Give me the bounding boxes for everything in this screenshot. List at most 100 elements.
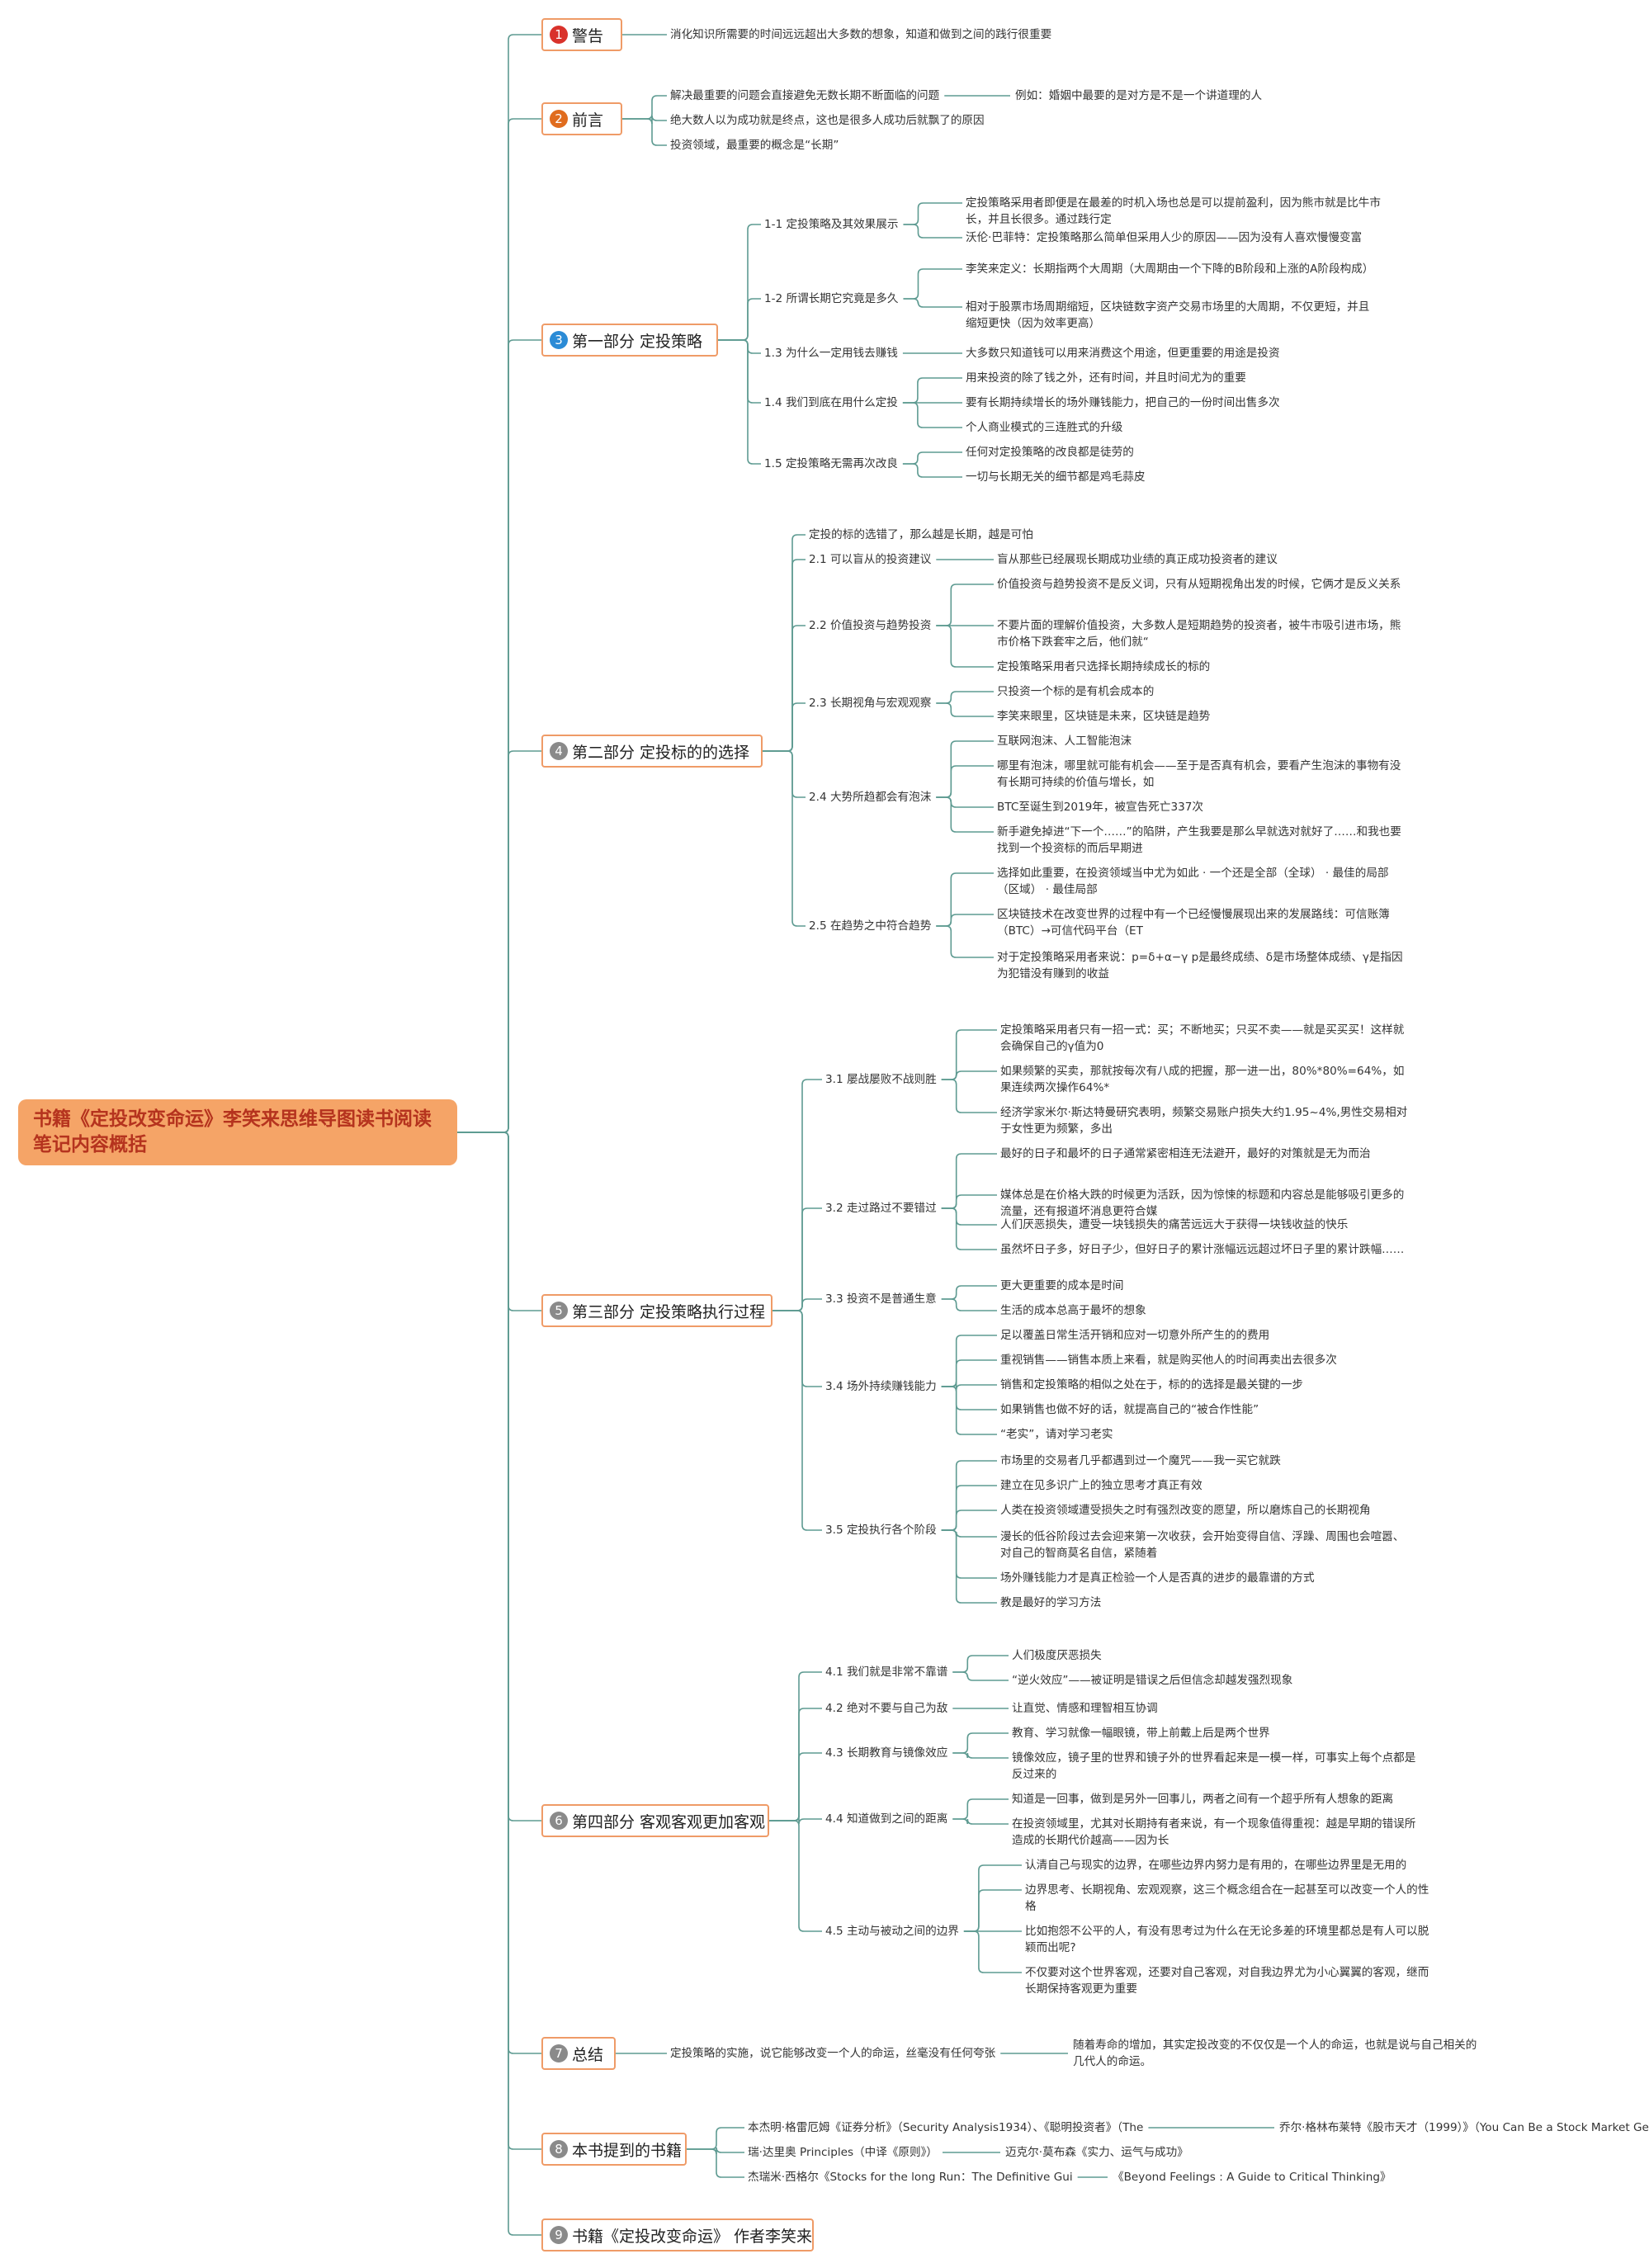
leaf-item[interactable]: 消化知识所需要的时间远远超出大多数的想象，知道和做到之间的践行很重要: [670, 28, 1052, 41]
leaf-item[interactable]: 杰瑞米·西格尔《Stocks for the long Run：The Defi…: [748, 2171, 1073, 2184]
sub-topic[interactable]: 2.2 价值投资与趋势投资: [809, 619, 932, 632]
sub-topic[interactable]: 4.1 我们就是非常不靠谱: [825, 1666, 948, 1679]
sub-topic[interactable]: 3.1 屡战屡败不战则胜: [825, 1073, 937, 1086]
sub-topic[interactable]: 4.3 长期教育与镜像效应: [825, 1746, 948, 1760]
leaf-item[interactable]: 新手避免掉进“下一个……”的陷阱，产生我要是那么早就选对就好了……和我也要找到一…: [997, 825, 1401, 855]
sub-topic[interactable]: 1.3 为什么一定用钱去赚钱: [764, 347, 898, 360]
leaf-item[interactable]: 市场里的交易者几乎都遇到过一个魔咒——我一买它就跌: [1000, 1454, 1281, 1467]
leaf-item[interactable]: 个人商业模式的三连胜式的升级: [966, 421, 1123, 434]
leaf-item[interactable]: 本杰明·格雷厄姆《证券分析》（Security Analysis1934）、《聪…: [748, 2121, 1144, 2134]
sub-topic[interactable]: 1.5 定投策略无需再次改良: [764, 457, 898, 470]
leaf-item[interactable]: 例如：婚姻中最要的是对方是不是一个讲道理的人: [1015, 89, 1263, 102]
root-topic[interactable]: 书籍《定投改变命运》李笑来思维导图读书阅读笔记内容概括: [18, 1099, 457, 1165]
leaf-item[interactable]: 李笑来眼里，区块链是未来，区块链是趋势: [997, 710, 1211, 723]
leaf-item[interactable]: 乔尔·格林布莱特《股市天才（1999）》（You Can Be a Stock …: [1279, 2121, 1649, 2134]
leaf-item[interactable]: 销售和定投策略的相似之处在于，标的的选择是最关键的一步: [1000, 1378, 1304, 1392]
leaf-item[interactable]: 投资领域，最重要的概念是“长期”: [670, 139, 839, 152]
leaf-item[interactable]: 媒体总是在价格大跌的时候更为活跃，因为惊悚的标题和内容总是能够吸引更多的流量，还…: [1000, 1188, 1405, 1218]
leaf-item[interactable]: 要有长期持续增长的场外赚钱能力，把自己的一份时间出售多次: [966, 396, 1280, 409]
leaf-item[interactable]: 人类在投资领域遭受损失之时有强烈改变的愿望，所以磨炼自己的长期视角: [1000, 1504, 1371, 1517]
leaf-item[interactable]: 场外赚钱能力才是真正检验一个人是否真的进步的最靠谱的方式: [1000, 1571, 1315, 1585]
sub-topic[interactable]: 2.1 可以盲从的投资建议: [809, 553, 932, 566]
leaf-item[interactable]: 价值投资与趋势投资不是反义词，只有从短期视角出发的时候，它俩才是反义关系: [997, 578, 1401, 591]
sub-topic[interactable]: 定投的标的选错了，那么越是长期，越是可怕: [809, 528, 1033, 541]
leaf-item[interactable]: 定投策略采用者只选择长期持续成长的标的: [997, 660, 1211, 673]
leaf-item[interactable]: 知道是一回事，做到是另外一回事儿，两者之间有一个超乎所有人想象的距离: [1012, 1793, 1394, 1806]
leaf-item[interactable]: 用来投资的除了钱之外，还有时间，并且时间尤为的重要: [966, 371, 1246, 385]
leaf-item[interactable]: 选择如此重要，在投资领域当中尤为如此 · 一个还是全部（全球） · 最佳的局部（…: [997, 867, 1389, 896]
leaf-item[interactable]: 瑞·达里奥 Principles（中译《原则》）: [748, 2146, 938, 2159]
leaf-item[interactable]: 建立在见多识广上的独立思考才真正有效: [1000, 1479, 1202, 1492]
leaf-item[interactable]: 沃伦·巴菲特：定投策略那么简单但采用人少的原因——因为没有人喜欢慢慢变富: [966, 231, 1363, 244]
leaf-item[interactable]: 任何对定投策略的改良都是徒劳的: [966, 446, 1134, 459]
leaf-item[interactable]: 人们极度厌恶损失: [1012, 1649, 1102, 1662]
leaf-item[interactable]: 随着寿命的增加，其实定投改变的不仅仅是一个人的命运，也就是说与自己相关的几代人的…: [1073, 2039, 1477, 2068]
leaf-item[interactable]: 定投策略采用者即便是在最差的时机入场也总是可以提前盈利，因为熊市就是比牛市长，并…: [966, 196, 1381, 226]
leaf-item[interactable]: 互联网泡沫、人工智能泡沫: [997, 735, 1132, 748]
sub-topic[interactable]: 4.2 绝对不要与自己为敌: [825, 1702, 948, 1715]
connector: [963, 1889, 1022, 1932]
leaf-item[interactable]: 重视销售——销售本质上来看，就是购买他人的时间再卖出去很多次: [1000, 1354, 1337, 1367]
leaf-item[interactable]: 镜像效应，镜子里的世界和镜子外的世界看起来是一模一样，可事实上每个点都是反过来的: [1012, 1751, 1416, 1781]
leaf-item[interactable]: 哪里有泡沫，哪里就可能有机会——至于是否真有机会，要看产生泡沫的事物有没有长期可…: [997, 759, 1401, 789]
leaf-item[interactable]: 李笑来定义：长期指两个大周期（大周期由一个下降的B阶段和上涨的A阶段构成）: [966, 262, 1374, 276]
sub-topic[interactable]: 1-2 所谓长期它究竟是多久: [764, 292, 899, 305]
leaf-item[interactable]: 生活的成本总高于最坏的想象: [1000, 1304, 1146, 1317]
leaf-item[interactable]: 盲从那些已经展现长期成功业绩的真正成功投资者的建议: [997, 553, 1278, 566]
leaf-item[interactable]: 对于定投策略采用者来说：p=δ+α−γ p是最终成绩、δ是市场整体成绩、γ是指因…: [997, 951, 1403, 980]
leaf-item[interactable]: 区块链技术在改变世界的过程中有一个已经慢慢展现出来的发展路线：可信账簿（BTC）…: [997, 908, 1390, 938]
leaf-item[interactable]: 《Beyond Feelings : A Guide to Critical T…: [1113, 2171, 1391, 2184]
leaf-item[interactable]: 更大更重要的成本是时间: [1000, 1279, 1124, 1292]
leaf-item[interactable]: 绝大数人以为成功就是终点，这也是很多人成功后就飘了的原因: [670, 114, 985, 127]
leaf-item[interactable]: 漫长的低谷阶段过去会迎来第一次收获，会开始变得自信、浮躁、周围也会喧嚣、对自己的…: [1000, 1530, 1405, 1560]
sub-topic[interactable]: 1-1 定投策略及其效果展示: [764, 218, 899, 231]
leaf-item[interactable]: 最好的日子和最坏的日子通常紧密相连无法避开，最好的对策就是无为而治: [1000, 1147, 1371, 1160]
leaf-item[interactable]: 教是最好的学习方法: [1000, 1596, 1102, 1609]
leaf-item[interactable]: 迈克尔·莫布森《实力、运气与成功》: [1005, 2146, 1188, 2159]
leaf-item[interactable]: 如果销售也做不好的话，就提高自己的“被合作性能”: [1000, 1403, 1259, 1416]
sub-topic[interactable]: 3.4 场外持续赚钱能力: [825, 1380, 937, 1393]
sub-topic[interactable]: 4.4 知道做到之间的距离: [825, 1812, 948, 1826]
sub-topic[interactable]: 2.3 长期视角与宏观观察: [809, 697, 932, 710]
leaf-item[interactable]: “老实”，请对学习老实: [1000, 1428, 1113, 1441]
leaf-item[interactable]: 如果频繁的买卖，那就按每次有八成的把握，那一进一出，80%*80%=64%，如果…: [1000, 1065, 1405, 1094]
leaf-item[interactable]: BTC至诞生到2019年，被宣告死亡337次: [997, 801, 1203, 814]
branch-number-badge: 1: [550, 26, 568, 44]
leaf-item[interactable]: 定投策略的实施，说它能够改变一个人的命运，丝毫没有任何夸张: [670, 2047, 996, 2060]
leaf-item[interactable]: 认清自己与现实的边界，在哪些边界内努力是有用的，在哪些边界里是无用的: [1025, 1859, 1407, 1872]
leaf-item[interactable]: 解决最重要的问题会直接避免无数长期不断面临的问题: [670, 89, 940, 102]
leaf-item[interactable]: 不仅要对这个世界客观，还要对自己客观，对自我边界尤为小心翼翼的客观，继而长期保持…: [1025, 1966, 1429, 1996]
leaf-item[interactable]: 在投资领域里，尤其对长期持有者来说，有一个现象值得重视：越是早期的错误所造成的长…: [1012, 1817, 1416, 1847]
sub-topic[interactable]: 2.5 在趋势之中符合趋势: [809, 919, 932, 933]
leaf-item[interactable]: 经济学家米尔·斯达特曼研究表明，频繁交易账户损失大约1.95~4%,男性交易相对…: [1000, 1106, 1408, 1136]
sub-topic[interactable]: 3.5 定投执行各个阶段: [825, 1524, 937, 1537]
leaf-item[interactable]: 人们厌恶损失，遭受一块钱损失的痛苦远远大于获得一块钱收益的快乐: [1000, 1218, 1349, 1231]
sub-topic[interactable]: 3.2 走过路过不要错过: [825, 1202, 937, 1215]
leaf-item[interactable]: 一切与长期无关的细节都是鸡毛蒜皮: [966, 470, 1146, 484]
sub-topic[interactable]: 1.4 我们到底在用什么定投: [764, 396, 898, 409]
leaf-item[interactable]: 定投策略采用者只有一招一式：买；不断地买；只买不卖——就是买买买！这样就会确保自…: [1000, 1023, 1405, 1053]
leaf-item[interactable]: 不要片面的理解价值投资，大多数人是短期趋势的投资者，被牛市吸引进市场，熊市价格下…: [997, 619, 1401, 649]
sub-topic[interactable]: 2.4 大势所趋都会有泡沫: [809, 791, 932, 804]
leaf-item[interactable]: 大多数只知道钱可以用来消费这个用途，但更重要的用途是投资: [966, 347, 1280, 360]
leaf-item[interactable]: 足以覆盖日常生活开销和应对一切意外所产生的的费用: [1000, 1329, 1270, 1342]
leaf-item[interactable]: “逆火效应”——被证明是错误之后但信念却越发强烈现象: [1012, 1674, 1293, 1687]
sub-topic[interactable]: 3.3 投资不是普通生意: [825, 1292, 937, 1306]
leaf-item[interactable]: 只投资一个标的是有机会成本的: [997, 685, 1155, 698]
leaf-item[interactable]: 让直觉、情感和理智相互协调: [1012, 1702, 1158, 1715]
leaf-item[interactable]: 相对于股票市场周期缩短，区块链数字资产交易市场里的大周期，不仅更短，并且缩短更快…: [966, 300, 1370, 330]
leaf-item[interactable]: 比如抱怨不公平的人，有没有思考过为什么在无论多差的环境里都总是有人可以脱颖而出呢…: [1025, 1925, 1429, 1954]
leaf-item[interactable]: 虽然坏日子多，好日子少，但好日子的累计涨幅远远超过坏日子里的累计跌幅……: [1000, 1243, 1405, 1256]
leaf-item[interactable]: 教育、学习就像一幅眼镜，带上前戴上后是两个世界: [1012, 1727, 1270, 1740]
leaf-item[interactable]: 边界思考、长期视角、宏观观察，这三个概念组合在一起甚至可以改变一个人的性格: [1025, 1883, 1429, 1913]
sub-topic[interactable]: 4.5 主动与被动之间的边界: [825, 1925, 959, 1938]
